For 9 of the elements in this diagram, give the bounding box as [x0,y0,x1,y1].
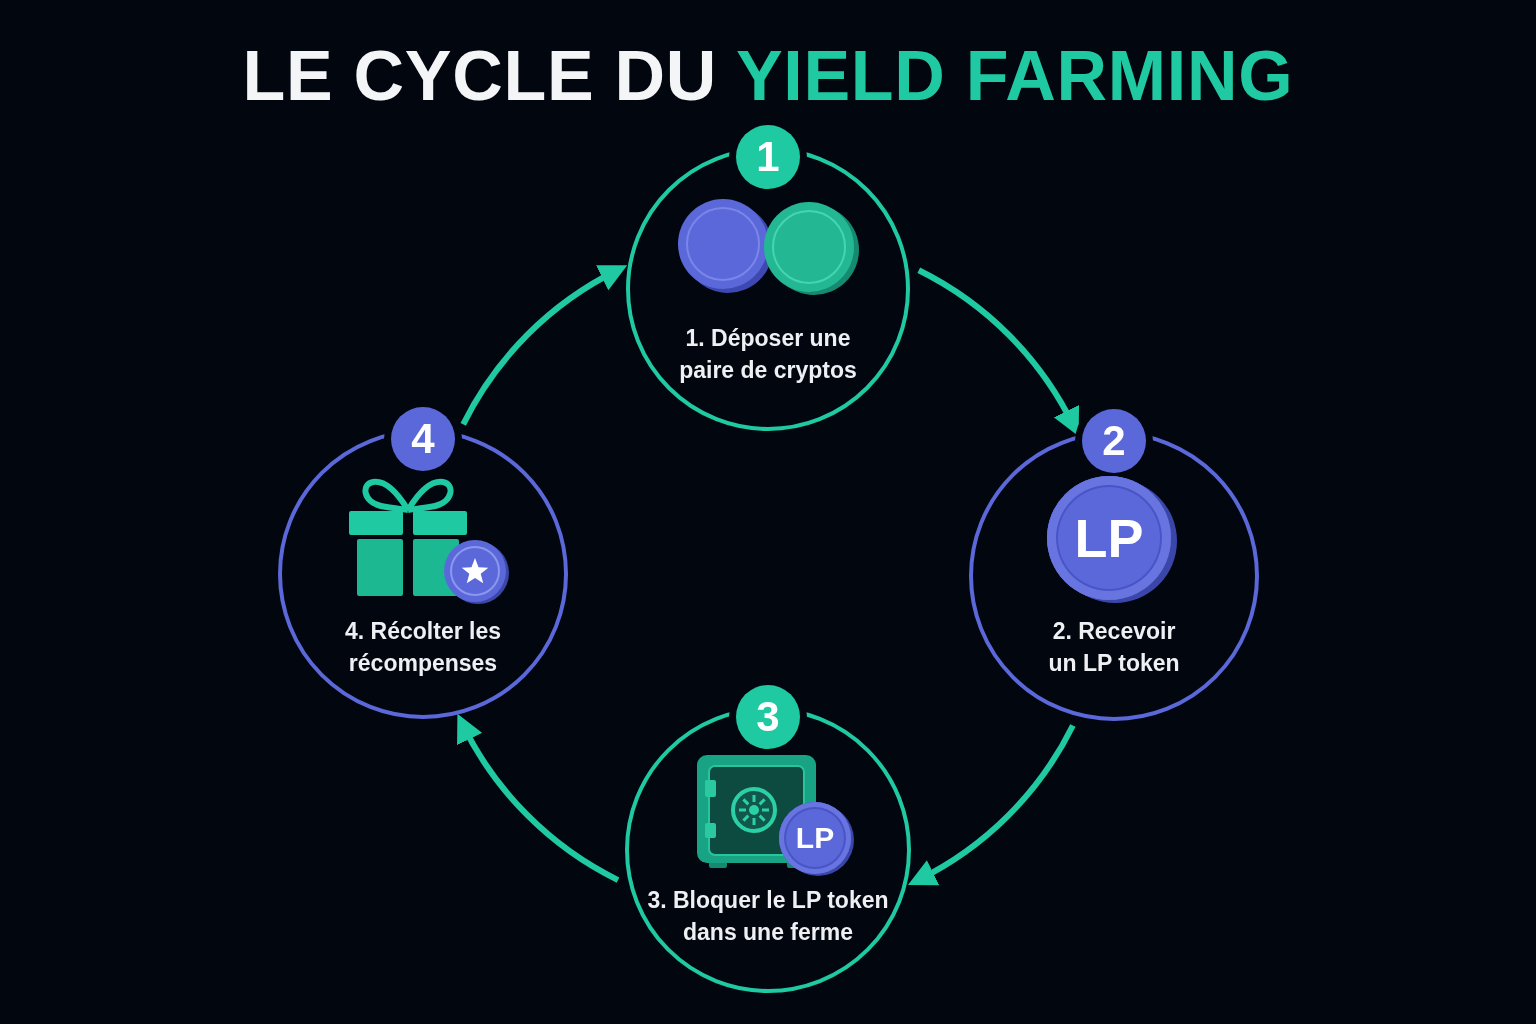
title: LE CYCLE DU YIELD FARMING [242,38,1294,114]
curved-arrow [908,724,1076,886]
step-label: 4. Récolter les récompenses [344,617,502,678]
step-label: 3. Bloquer le LP token dans une ferme [646,886,890,947]
lp-token-coin: LP [779,802,851,874]
curved-arrow [460,264,627,426]
step-label: 2. Recevoir un LP token [1047,617,1181,678]
curved-arrow [456,714,620,883]
step-label: 1. Déposer une paire de cryptos [678,324,858,385]
